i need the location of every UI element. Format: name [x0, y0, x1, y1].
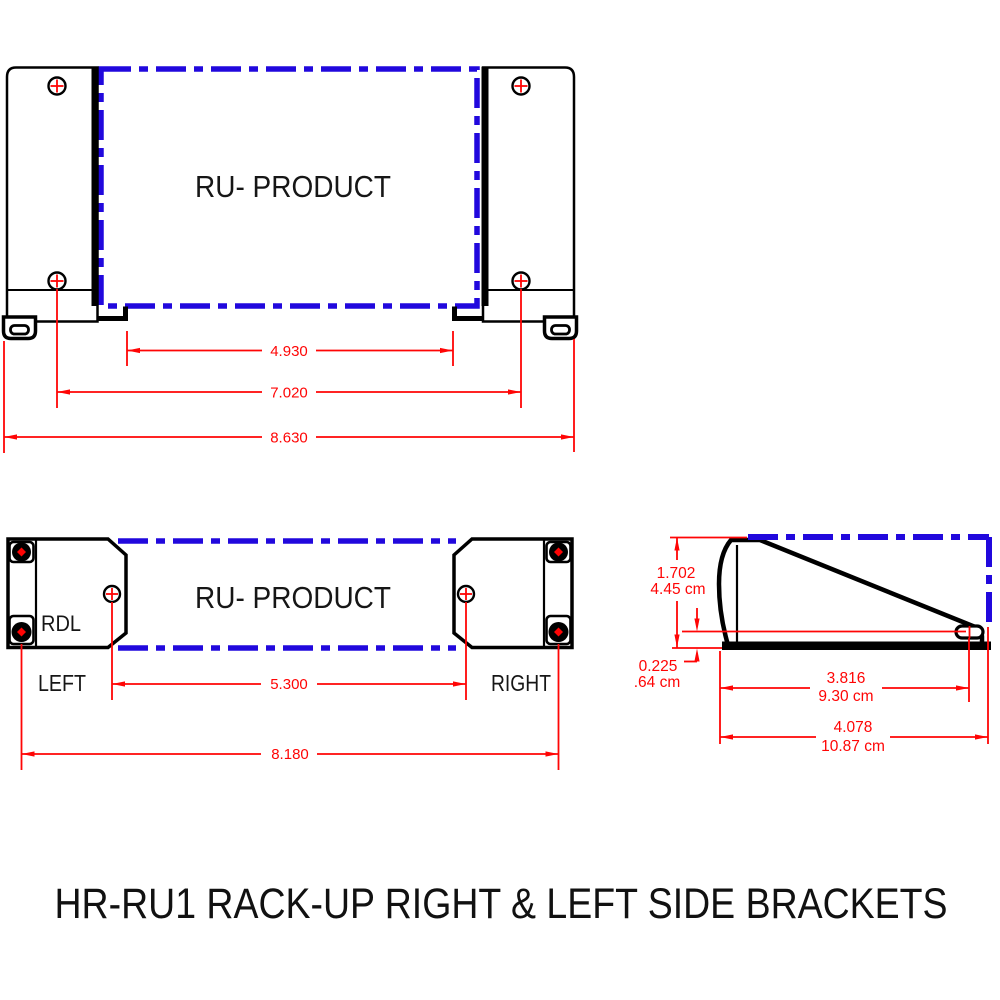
- left-bracket-lip: [98, 306, 128, 321]
- left-bracket-front: [1, 66, 128, 341]
- dimension-height: 1.702 4.45 cm: [650, 537, 706, 648]
- product-label: RU- PRODUCT: [195, 580, 391, 615]
- left-bracket-body: [5, 66, 99, 323]
- dimension-value: 0.225: [639, 658, 678, 675]
- dimension-value: 4.078: [834, 719, 873, 736]
- dimension-depth: 4.078 10.87 cm: [720, 719, 988, 755]
- fastener-head-icon: [12, 542, 31, 562]
- dimension-value: 9.30 cm: [818, 688, 873, 705]
- front-view: RU- PRODUCT 4.930 7.020 8.630: [1, 66, 579, 453]
- dimension-value: 8.630: [270, 430, 308, 447]
- side-view: 1.702 4.45 cm 0.225 .64 cm 3.816 9.30 cm…: [634, 534, 992, 755]
- right-side-label: RIGHT: [491, 670, 551, 696]
- drawing-title: HR-RU1 RACK-UP RIGHT & LEFT SIDE BRACKET…: [55, 880, 948, 928]
- dimension-value: 3.816: [827, 670, 866, 687]
- dimension-value: 8.180: [271, 746, 309, 763]
- right-bracket-flange-edge: [481, 67, 489, 306]
- right-bracket-body: [481, 66, 576, 323]
- plan-view: RDL RU- PRODUCT LEFT RIGHT: [6, 537, 574, 770]
- product-label: RU- PRODUCT: [195, 169, 391, 204]
- dimension-value: 10.87 cm: [821, 738, 885, 755]
- screw-hole-icon: [456, 584, 476, 604]
- dimension-overall-width: 8.630: [4, 430, 574, 447]
- dimension-hole-span: 7.020: [57, 385, 521, 402]
- dimension-slot-position: 3.816 9.30 cm: [720, 670, 969, 705]
- side-bracket-base: [722, 641, 991, 650]
- fastener-head-icon: [549, 542, 568, 562]
- screw-hole-icon: [47, 76, 67, 96]
- right-foot-slot: [550, 324, 571, 336]
- dimension-value: 1.702: [657, 565, 696, 582]
- dimension-value: 7.020: [270, 385, 308, 402]
- left-bracket-plan: RDL: [6, 537, 128, 650]
- rdl-label: RDL: [41, 611, 81, 636]
- left-bracket-body: [6, 537, 128, 650]
- dimension-value: 4.930: [270, 343, 308, 360]
- dimension-hole-span: 5.300: [112, 676, 466, 693]
- left-foot-slot: [9, 324, 30, 336]
- side-bracket-profile: [716, 537, 985, 648]
- screw-hole-icon: [511, 271, 531, 291]
- dimension-inner-width: 4.930: [127, 343, 453, 360]
- right-bracket-body: [452, 537, 574, 650]
- dimension-value: 5.300: [270, 676, 308, 693]
- screw-hole-icon: [47, 271, 67, 291]
- fastener-head-icon: [548, 622, 569, 642]
- right-bracket-front: [452, 66, 579, 341]
- side-extension-lines: [670, 536, 989, 744]
- right-bracket-plan: [452, 537, 574, 650]
- dimension-value: 4.45 cm: [650, 581, 705, 598]
- dimension-offset: 0.225 .64 cm: [634, 608, 700, 691]
- product-phantom-outline: [98, 66, 480, 309]
- left-bracket-flange-edge: [91, 67, 99, 306]
- front-extension-lines: [3, 289, 575, 453]
- screw-hole-icon: [102, 584, 122, 604]
- left-side-label: LEFT: [38, 670, 86, 696]
- dimension-overall-width: 8.180: [21, 746, 559, 763]
- fastener-head-icon: [11, 622, 32, 642]
- dimension-value: .64 cm: [634, 674, 681, 691]
- screw-hole-icon: [511, 76, 531, 96]
- right-bracket-lip: [452, 306, 482, 321]
